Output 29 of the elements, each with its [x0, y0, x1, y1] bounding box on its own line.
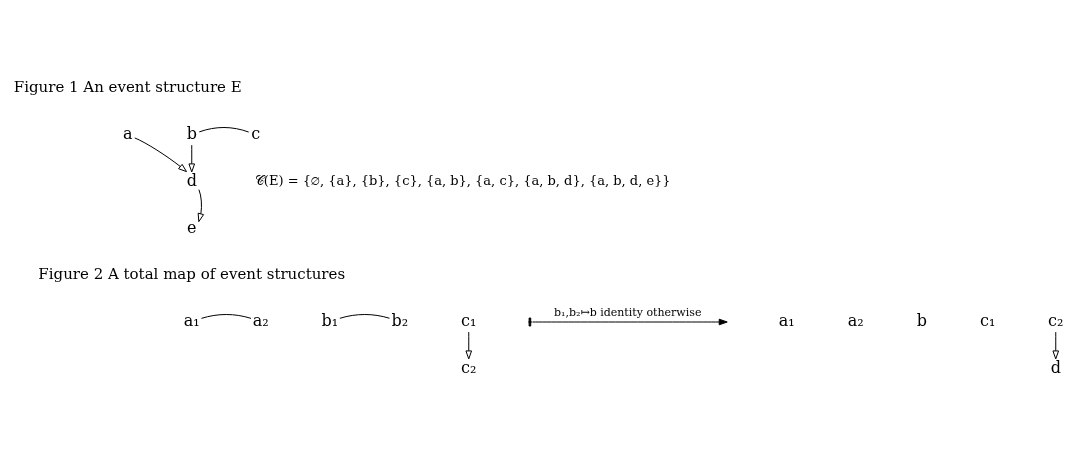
node-text: a₁ — [778, 310, 795, 330]
node-text: a₁ — [183, 310, 200, 330]
node-text: a — [122, 123, 133, 143]
node-text: c₂ — [461, 357, 477, 377]
node-text: c — [251, 123, 261, 143]
connector — [200, 313, 252, 319]
arrow — [1052, 331, 1060, 359]
connector — [198, 126, 250, 133]
arrow — [465, 331, 473, 359]
node-text: b — [916, 310, 927, 330]
label: 𝒞(E) = {∅, {a}, {b}, {c}, {a, b}, {a, c}, {a, b, d}, {a, b, d, e}} — [254, 172, 671, 188]
node-text: b₁ — [321, 310, 339, 330]
node-text: a₂ — [847, 310, 864, 330]
node-text: b₂ — [391, 310, 409, 330]
node-text: e — [187, 217, 197, 237]
connector — [339, 313, 390, 319]
arrow — [134, 136, 187, 172]
node-text: c₁ — [980, 310, 996, 330]
node-text: c₁ — [461, 310, 477, 330]
label: Figure 1 An event structure E — [13, 77, 242, 96]
node-text: d — [186, 170, 197, 190]
node-text: c₂ — [1048, 310, 1064, 330]
node-text: d — [1050, 357, 1061, 377]
arrow — [197, 188, 205, 222]
label: Figure 2 A total map of event structures — [38, 264, 346, 283]
label: b₁,b₂↦b identity otherwise — [554, 305, 702, 319]
node-text: b — [186, 123, 197, 143]
node-text: a₂ — [252, 310, 269, 330]
arrow — [188, 144, 196, 172]
